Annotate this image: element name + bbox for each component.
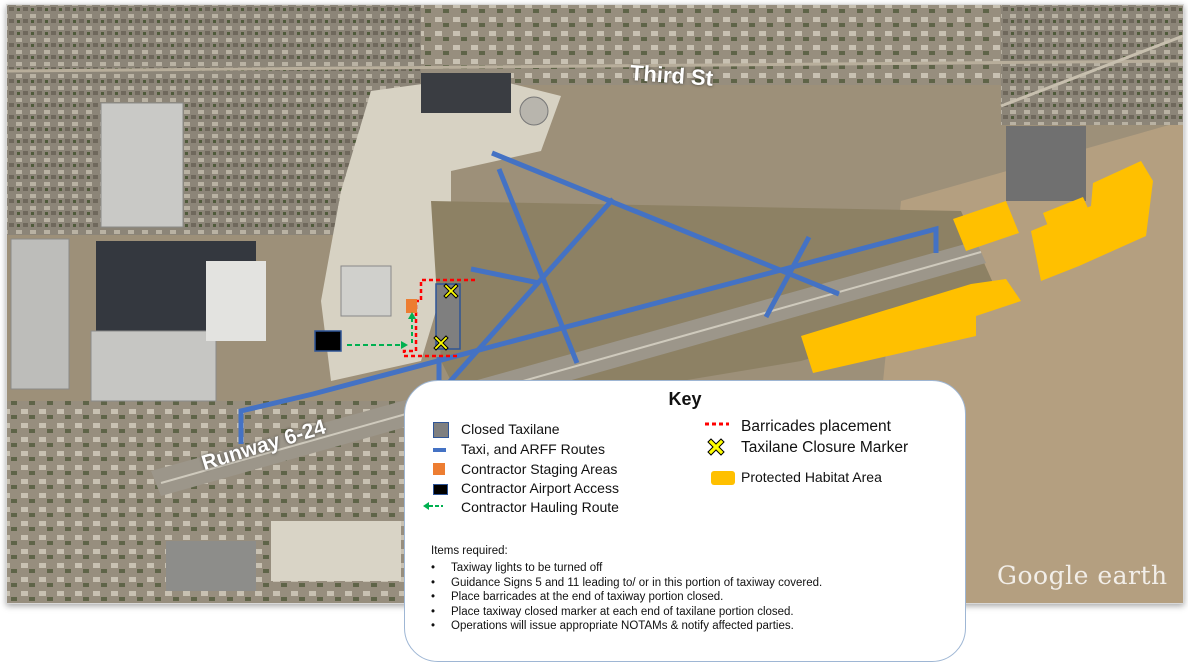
habitat-4: [801, 279, 1021, 373]
warehouse-2: [10, 238, 70, 390]
list-item: Place barricades at the end of taxiway p…: [431, 590, 822, 605]
staging-area: [406, 299, 417, 313]
key-item-label: Contractor Staging Areas: [461, 461, 618, 477]
taxi-routes: [238, 150, 939, 444]
taxi-nw-se: [491, 150, 840, 297]
diag-road: [1000, 34, 1183, 108]
map-key: Key Closed Taxilane Taxi, and ARFF Route…: [404, 380, 966, 662]
hangar-1: [340, 265, 392, 317]
warehouse-8: [166, 541, 256, 591]
staging-area-swatch-icon: [433, 463, 445, 475]
key-item-label: Closed Taxilane: [461, 421, 560, 437]
barricade-line-icon: [705, 422, 729, 426]
list-item: Operations will issue appropriate NOTAMs…: [431, 619, 822, 634]
tower: [519, 96, 549, 126]
warehouse-7: [271, 521, 401, 581]
warehouse-5: [206, 261, 266, 341]
taxi-stub: [470, 266, 540, 286]
closure-marker-north: [443, 283, 459, 299]
taxi-diag-1: [496, 168, 580, 364]
key-item-label: Contractor Airport Access: [461, 480, 619, 496]
habitat-1: [953, 201, 1019, 251]
key-item-label: Taxilane Closure Marker: [741, 439, 909, 456]
items-required-list: Taxiway lights to be turned off Guidance…: [429, 561, 822, 634]
key-item-label: Contractor Hauling Route: [461, 499, 619, 515]
hauling-route: [347, 312, 416, 349]
key-item-label: Barricades placement: [741, 418, 891, 435]
items-required-title: Items required:: [431, 545, 508, 557]
key-title: Key: [668, 389, 702, 409]
closure-marker-x-icon: [707, 438, 725, 456]
airport-access-swatch-icon: [433, 484, 448, 495]
list-item: Guidance Signs 5 and 11 leading to/ or i…: [431, 576, 822, 591]
habitat-areas: [801, 161, 1153, 373]
google-earth-watermark: Google earth: [997, 561, 1168, 590]
key-item-label: Taxi, and ARFF Routes: [461, 441, 605, 457]
habitat-3: [1031, 161, 1153, 281]
list-item: Taxiway lights to be turned off: [431, 561, 822, 576]
residential-ne: [1001, 5, 1183, 125]
runway-route: [238, 225, 939, 444]
warehouse-1: [100, 102, 184, 228]
hangar-2: [421, 73, 511, 113]
airport-access: [314, 330, 342, 352]
closure-marker-south: [433, 335, 449, 351]
taxi-route-line-icon: [433, 448, 446, 452]
runway-centerline: [160, 251, 982, 484]
warehouse-6: [1006, 126, 1086, 201]
taxi-east: [763, 235, 812, 319]
warehouse-4: [90, 330, 217, 402]
closed-taxilane-swatch-icon: [433, 422, 449, 438]
residential-north: [421, 5, 1001, 85]
barricade-line: [402, 278, 475, 358]
hauling-route-arrow-icon: [423, 502, 443, 510]
taxi-diag-2: [435, 197, 615, 398]
list-item: Place taxiway closed marker at each end …: [431, 605, 822, 620]
key-item-label: Protected Habitat Area: [741, 469, 882, 485]
north-road: [7, 59, 1183, 73]
habitat-swatch-icon: [711, 471, 735, 485]
